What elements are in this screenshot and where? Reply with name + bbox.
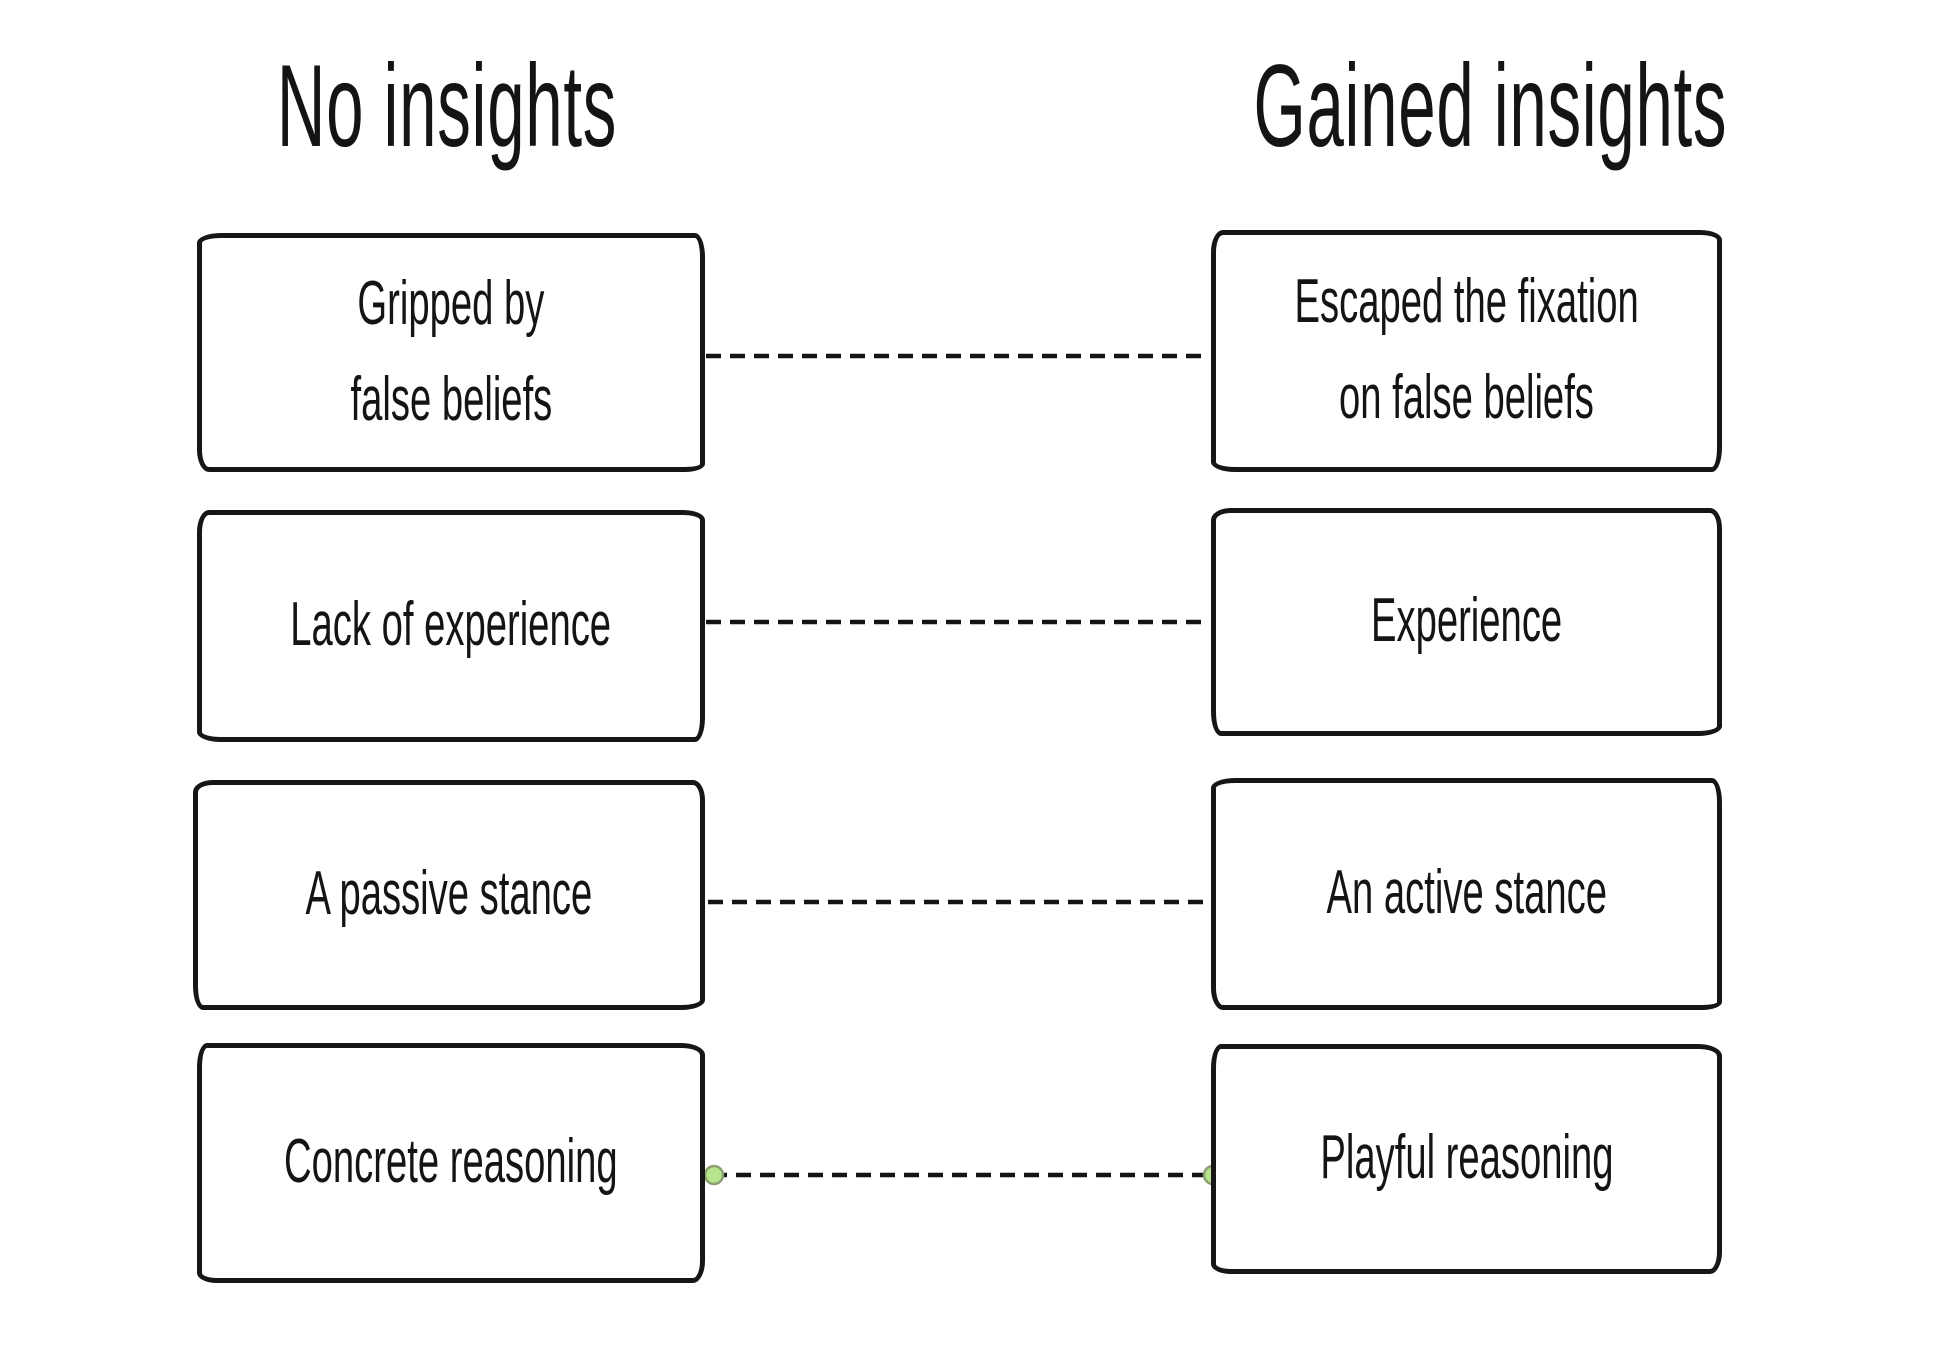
box-playful-reasoning: Playful reasoning	[1211, 1044, 1722, 1274]
box-concrete-reasoning: Concrete reasoning	[197, 1043, 705, 1283]
column-title-text: Gained insights	[1253, 40, 1727, 172]
column-title-gained-insights: Gained insights	[1190, 24, 1790, 189]
box-text-line: Concrete reasoning	[284, 1127, 618, 1197]
box-a-passive-stance: A passive stance	[193, 780, 705, 1010]
box-text-line: Experience	[1370, 586, 1563, 656]
box-gripped-by-false-beliefs: Gripped by false beliefs	[197, 233, 705, 472]
box-text-line: Escaped the fixation	[1294, 268, 1639, 337]
connector-dot-left	[703, 1164, 725, 1186]
box-an-active-stance: An active stance	[1211, 778, 1722, 1010]
column-title-text: No insights	[276, 40, 618, 172]
box-experience: Experience	[1211, 508, 1722, 736]
box-text-line: Playful reasoning	[1319, 1123, 1614, 1193]
box-escaped-the-fixation: Escaped the fixation on false beliefs	[1211, 230, 1722, 472]
box-text-line: Gripped by	[357, 269, 545, 338]
box-text-line: An active stance	[1326, 858, 1607, 928]
box-text-line: false beliefs	[350, 365, 552, 434]
box-text-line: on false beliefs	[1339, 363, 1594, 432]
column-title-no-insights: No insights	[147, 24, 747, 189]
box-text-line: Lack of experience	[290, 590, 612, 660]
box-text-line: A passive stance	[305, 859, 593, 929]
box-lack-of-experience: Lack of experience	[197, 510, 705, 742]
